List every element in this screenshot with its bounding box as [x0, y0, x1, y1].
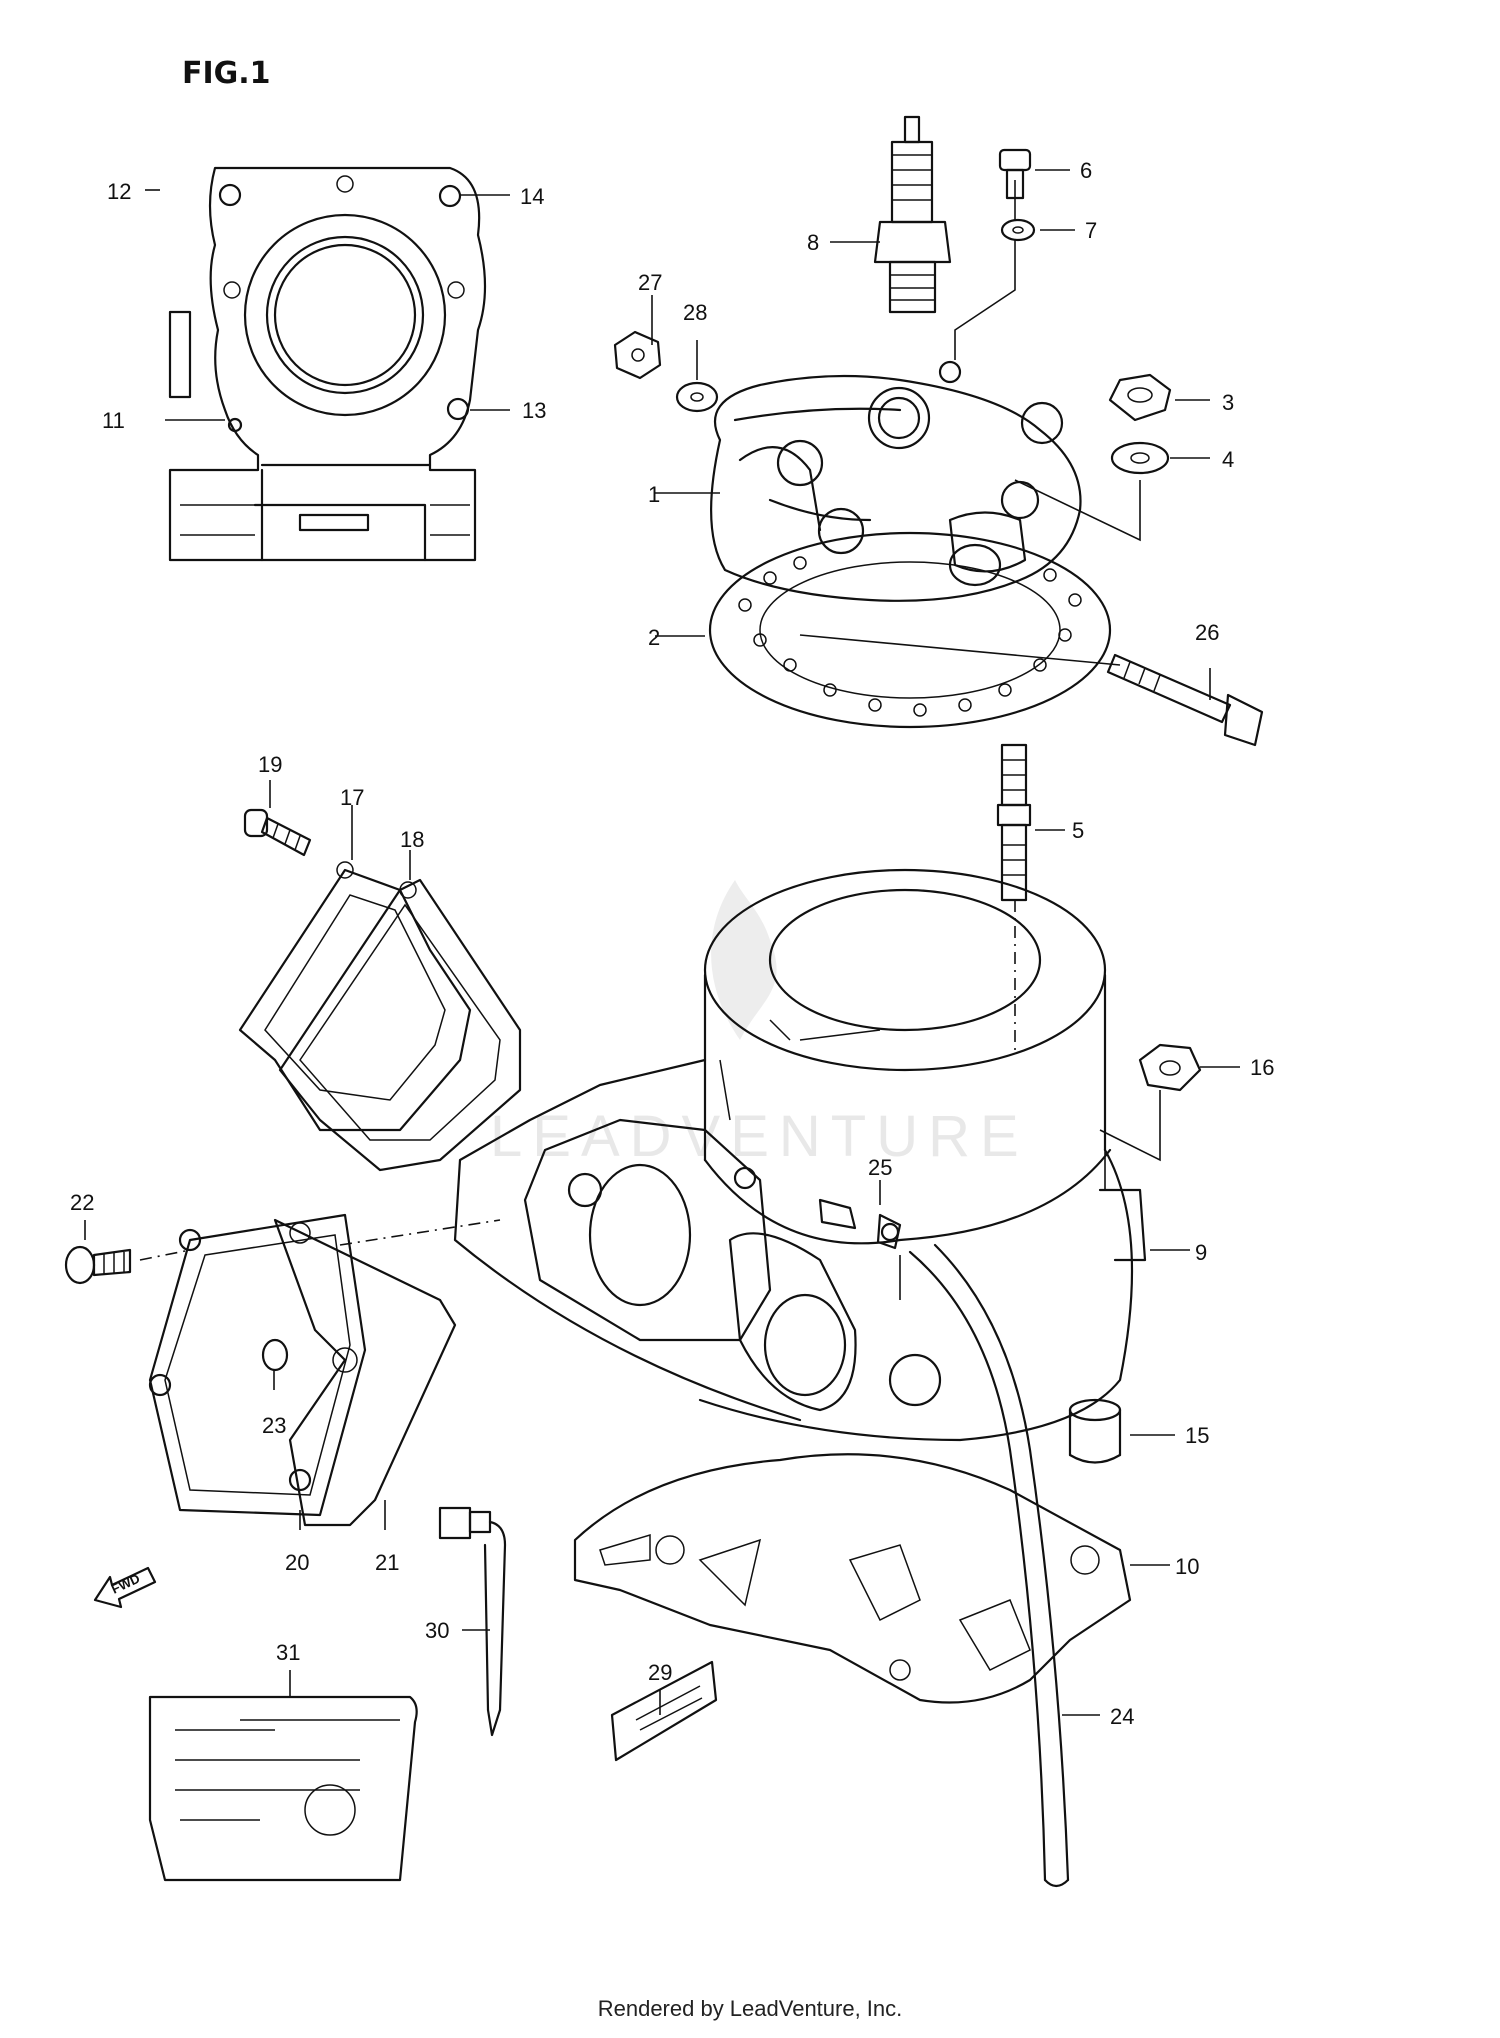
fwd-arrow-icon: FWD: [93, 1566, 157, 1609]
callout-2: 2: [648, 625, 660, 650]
callout-29: 29: [648, 1660, 672, 1685]
callout-23: 23: [262, 1413, 286, 1438]
callout-6: 6: [1080, 158, 1092, 183]
callout-26: 26: [1195, 620, 1219, 645]
o-ring-23: [261, 1338, 289, 1372]
callout-21: 21: [375, 1550, 399, 1575]
cylinder: [453, 868, 1147, 1442]
callout-27: 27: [638, 270, 662, 295]
callout-10: 10: [1175, 1554, 1199, 1579]
bolt-26: [1106, 653, 1264, 747]
nut-3: [1108, 373, 1172, 422]
callout-22: 22: [70, 1190, 94, 1215]
callout-16: 16: [1250, 1055, 1274, 1080]
callout-30: 30: [425, 1618, 449, 1643]
callout-19: 19: [258, 752, 282, 777]
callout-12: 12: [107, 179, 131, 204]
callout-4: 4: [1222, 447, 1234, 472]
cover-plate-20: [148, 1213, 367, 1517]
spacer-15: [1068, 1398, 1122, 1464]
callout-20: 20: [285, 1550, 309, 1575]
callout-labels: 1 2 3 4 5 6 7 8 9 10 11 12 13 14 15 16 1…: [70, 158, 1274, 1729]
head-gasket: [708, 531, 1112, 729]
watermark: LEADVENTURE: [490, 880, 1029, 1169]
callout-31: 31: [276, 1640, 300, 1665]
bracket-29: [610, 1660, 718, 1762]
bolt-19: [243, 808, 312, 857]
nut-16: [1138, 1043, 1202, 1092]
callout-3: 3: [1222, 390, 1234, 415]
callout-14: 14: [520, 184, 544, 209]
cylinder-reference-view: [168, 166, 487, 562]
callout-11: 11: [102, 408, 125, 433]
fitting: [818, 1198, 857, 1230]
clamp-25: [876, 1213, 902, 1250]
label-31: [148, 1695, 418, 1882]
base-gasket: [573, 1453, 1132, 1704]
exhaust-gasket-18: [278, 878, 522, 1172]
callout-17: 17: [340, 785, 364, 810]
callout-25: 25: [868, 1155, 892, 1180]
hose: [908, 1243, 1070, 1888]
washer-7: [1000, 218, 1036, 242]
callout-15: 15: [1185, 1423, 1209, 1448]
cylinder-head: [710, 360, 1082, 602]
watermark-text: LEADVENTURE: [490, 1104, 1029, 1169]
callout-7: 7: [1085, 218, 1097, 243]
spark-plug: [873, 115, 952, 314]
washer-28: [675, 381, 719, 413]
callout-5: 5: [1072, 818, 1084, 843]
callout-8: 8: [807, 230, 819, 255]
fwd-label: FWD: [109, 1571, 142, 1597]
callout-24: 24: [1110, 1704, 1134, 1729]
callout-28: 28: [683, 300, 707, 325]
gasket-21: [273, 1218, 457, 1527]
washer-4: [1110, 441, 1170, 475]
exhaust-gasket-17: [238, 861, 472, 1132]
stud-5: [996, 743, 1032, 902]
leader-lines: [84, 169, 1240, 1716]
nut-27: [613, 330, 662, 380]
callout-18: 18: [400, 827, 424, 852]
render-credit: Rendered by LeadVenture, Inc.: [597, 1996, 903, 2021]
screw-22: [64, 1245, 132, 1285]
sensor-30: [438, 1506, 507, 1737]
callout-9: 9: [1195, 1240, 1207, 1265]
callout-13: 13: [522, 398, 546, 423]
figure-title: FIG.1: [182, 56, 271, 91]
callout-1: 1: [648, 482, 660, 507]
